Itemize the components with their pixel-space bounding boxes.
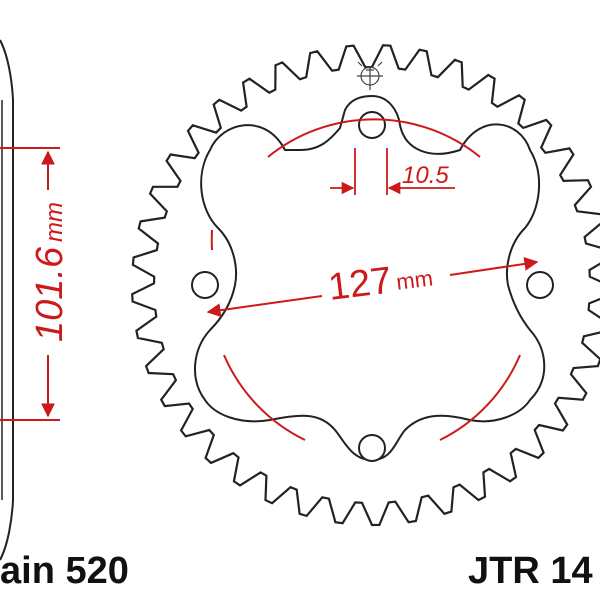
pitch-circle	[210, 118, 521, 441]
pitch-diameter-value-label: 127	[326, 260, 394, 309]
bore-value-label: 101.6	[29, 246, 71, 342]
bolt-hole-bottom	[358, 434, 386, 462]
pitch-diameter-dimension	[206, 256, 539, 318]
chain-size-label: ain 520	[0, 550, 129, 592]
jt-logo-icon	[357, 61, 383, 90]
bolt-hole-left	[191, 271, 219, 299]
sprocket-teeth-outline	[131, 44, 600, 527]
part-number-label: JTR 14	[468, 550, 593, 592]
bore-unit-label: mm	[41, 202, 68, 242]
bolt-hole-top	[358, 111, 386, 139]
side-profile	[0, 39, 14, 561]
bolt-hole-value-label: 10.5	[402, 162, 449, 189]
bolt-hole-dimension	[330, 148, 455, 195]
pitch-diameter-unit-label: mm	[395, 265, 434, 294]
bolt-holes	[191, 111, 554, 462]
bore-dimension	[0, 147, 60, 421]
bolt-hole-right	[526, 271, 554, 299]
